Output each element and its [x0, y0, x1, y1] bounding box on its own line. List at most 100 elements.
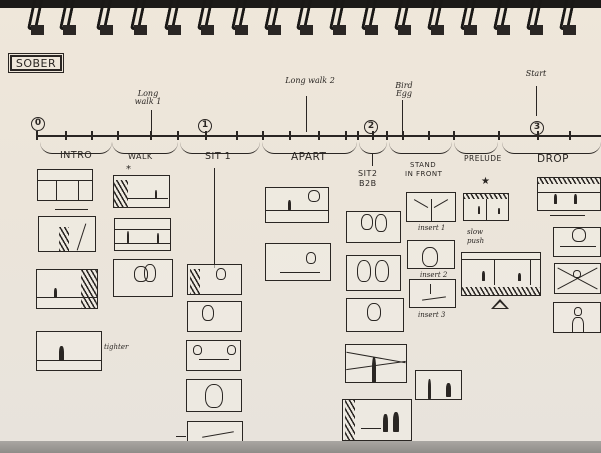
binding-ring — [459, 0, 477, 36]
storyboard-panel-intro-2 — [38, 216, 96, 252]
binding-ring — [26, 0, 44, 36]
storyboard-panel-sit2-6 — [415, 370, 462, 400]
star-icon: ★ — [481, 176, 490, 187]
timeline-tick — [386, 131, 388, 140]
pan-arrow — [550, 215, 585, 217]
timeline-tick — [236, 131, 238, 140]
storyboard-panel-walk-3 — [113, 259, 173, 297]
timeline-marker-3: 3 — [530, 121, 544, 135]
timeline-tick — [402, 131, 404, 140]
section-brace-drop — [502, 140, 601, 154]
section-brace-sit2 — [359, 140, 387, 154]
section-brace-sit1 — [180, 140, 260, 154]
section-stand: STAND — [410, 161, 437, 169]
section-brace-stand — [389, 140, 452, 154]
timeline-tick — [289, 131, 291, 140]
binding-ring — [328, 0, 346, 36]
section-stand-sub: IN FRONT — [405, 170, 443, 178]
timeline-marker-1: 1 — [198, 119, 212, 133]
timeline-tick — [345, 131, 347, 140]
timeline-tick — [177, 131, 179, 140]
section-apart: APART — [291, 151, 327, 163]
timeline-tick — [453, 131, 455, 140]
timeline-tick — [262, 131, 264, 140]
timeline-tick — [36, 131, 38, 140]
page-title: SOBER — [8, 53, 64, 73]
annotation-insert1: insert 1 — [418, 224, 446, 232]
note-start: Start — [525, 69, 547, 78]
timeline-marker-2: 2 — [364, 120, 378, 134]
section-prelude: PRELUDE — [464, 154, 502, 163]
section-stem — [372, 154, 374, 166]
storyboard-panel-drop-1 — [537, 177, 601, 211]
note-pin — [402, 100, 404, 132]
timeline-tick — [65, 131, 67, 140]
section-brace-apart — [262, 140, 357, 154]
note-pin — [151, 110, 153, 132]
binding-ring — [263, 0, 281, 36]
binding-ring — [492, 0, 510, 36]
storyboard-panel-sit2-1 — [346, 211, 401, 243]
pan-arrow — [55, 209, 88, 211]
star-icon: * — [126, 164, 131, 175]
storyboard-panel-sit1-1 — [187, 264, 242, 295]
annotation-tighter: tighter — [104, 343, 129, 351]
storyboard-panel-sit1-3 — [186, 340, 241, 371]
annotation-insert2: insert 2 — [420, 271, 448, 279]
timeline-tick — [537, 131, 539, 140]
binding-ring — [426, 0, 444, 36]
timeline-tick — [498, 131, 500, 140]
timeline-tick — [91, 131, 93, 140]
section-sit2-sub: B2B — [359, 179, 377, 188]
timeline-tick — [357, 131, 359, 140]
storyboard-panel-prelude-2 — [461, 252, 541, 296]
connector-line — [214, 168, 216, 268]
note-bird-egg: Bird Egg — [395, 81, 413, 98]
storyboard-panel-sit2-3 — [346, 298, 404, 332]
push-in-arrow-icon — [491, 299, 509, 309]
binding-ring — [360, 0, 378, 36]
binding-ring — [58, 0, 76, 36]
note-long-walk-2: Long walk 2 — [285, 76, 335, 85]
storyboard-panel-sit2-2 — [346, 255, 401, 291]
annotation-insert3: insert 3 — [418, 311, 446, 319]
storyboard-panel-stand-3 — [409, 279, 456, 308]
section-drop: DROP — [537, 153, 569, 165]
timeline-tick — [150, 131, 152, 140]
note-pin — [306, 96, 308, 132]
binding-ring — [196, 0, 214, 36]
binding-ring — [129, 0, 147, 36]
storyboard-panel-drop-3 — [554, 263, 601, 294]
binding-ring — [230, 0, 248, 36]
storyboard-panel-sit2-4 — [345, 344, 407, 383]
timeline-tick — [372, 131, 374, 140]
binding-ring — [95, 0, 113, 36]
storyboard-panel-walk-2 — [114, 218, 171, 251]
section-brace-walk — [112, 140, 178, 154]
binding-ring — [295, 0, 313, 36]
section-walk: WALK — [128, 152, 153, 161]
storyboard-panel-apart-2 — [265, 243, 331, 281]
binding-ring — [163, 0, 181, 36]
storyboard-panel-drop-2 — [553, 227, 601, 257]
storyboard-panel-intro-3 — [36, 269, 98, 309]
storyboard-panel-sit1-2 — [187, 301, 242, 332]
spiral-binding — [0, 0, 601, 40]
section-intro: INTRO — [60, 150, 93, 161]
timeline-tick — [117, 131, 119, 140]
binding-strip — [0, 0, 601, 8]
storyboard-panel-sit1-4 — [186, 379, 242, 412]
storyboard-panel-stand-1 — [406, 192, 456, 222]
timeline-tick — [428, 131, 430, 140]
timeline-tick — [318, 131, 320, 140]
storyboard-panel-walk-1 — [113, 175, 170, 208]
binding-ring — [525, 0, 543, 36]
timeline-tick — [569, 131, 571, 140]
storyboard-panel-intro-4 — [36, 331, 102, 371]
timeline-marker-0: 0 — [31, 117, 45, 131]
note-pin — [536, 86, 538, 116]
section-brace-prelude — [454, 140, 498, 154]
timeline-tick — [205, 131, 207, 140]
page-edge-shadow — [0, 441, 601, 453]
